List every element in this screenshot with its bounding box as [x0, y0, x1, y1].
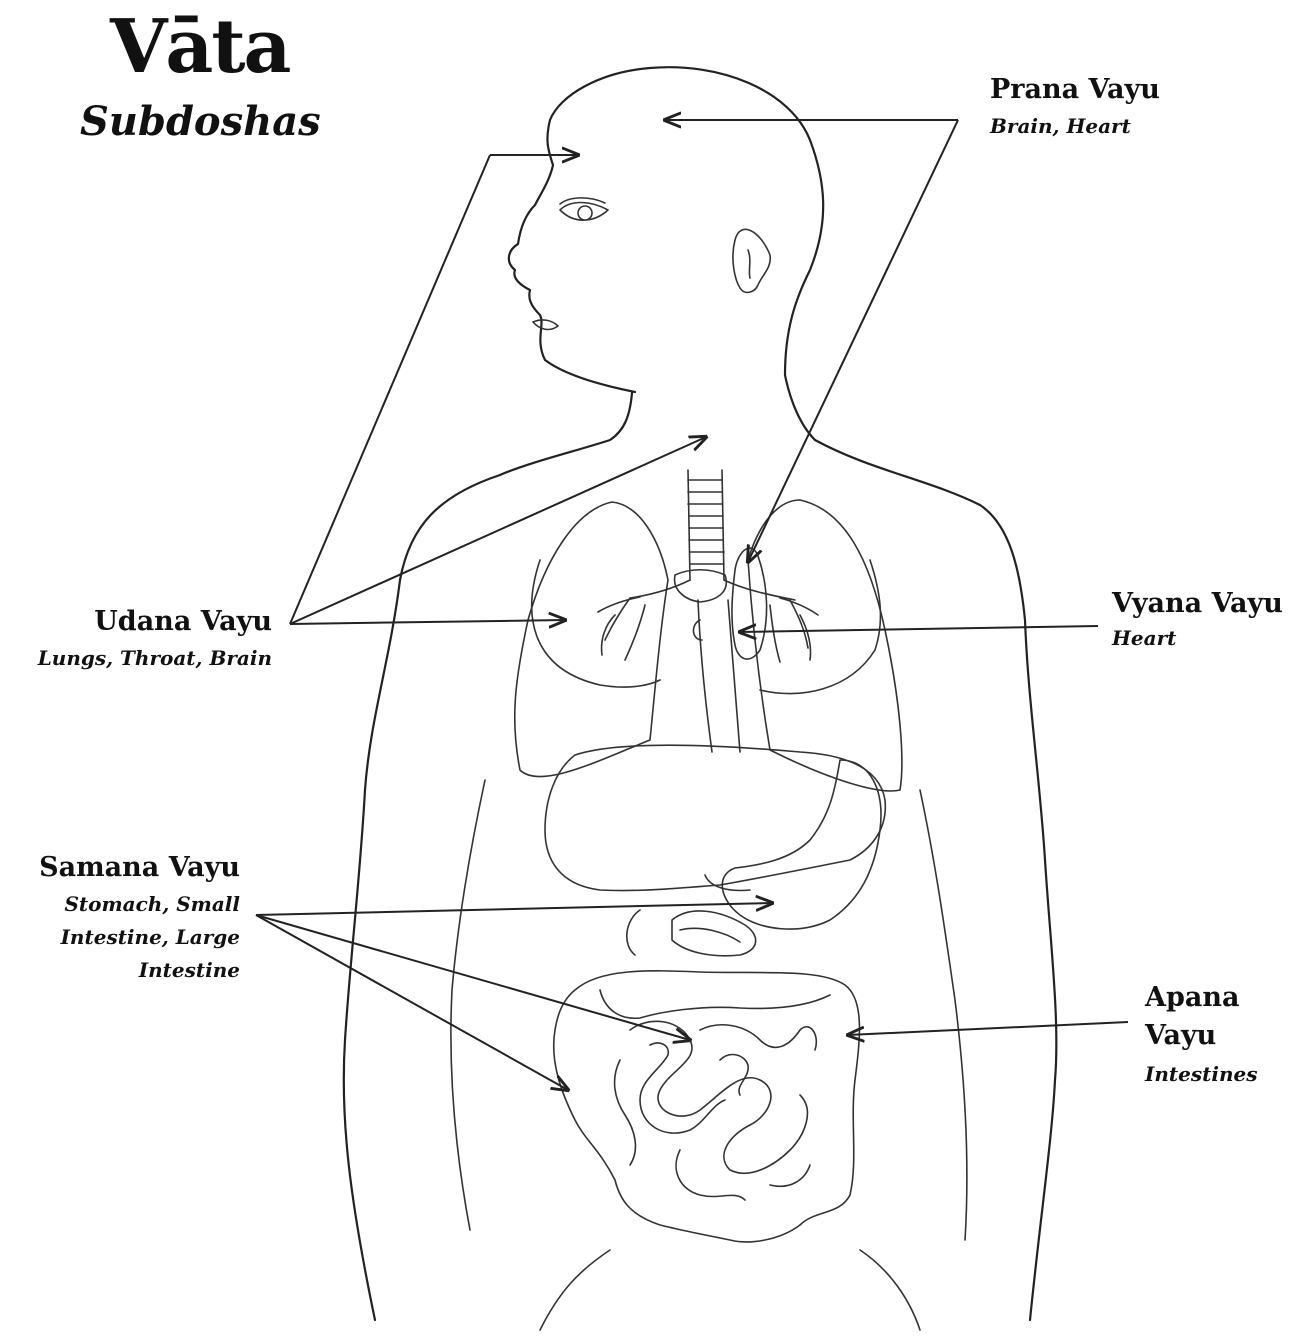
diagram-subtitle: Subdoshas	[80, 100, 321, 144]
lung-right	[748, 500, 902, 791]
mouth	[533, 320, 558, 330]
arm-right-inner	[920, 790, 967, 1240]
apana-vayu-name-line-2: Vayu	[1145, 1020, 1216, 1052]
apana-vayu-locations: Intestines	[1145, 1058, 1257, 1090]
small-intestine	[615, 1021, 817, 1200]
trachea	[688, 470, 724, 580]
eye	[560, 203, 608, 221]
samana-vayu-name: Samana Vayu	[0, 852, 240, 884]
neck-left	[500, 393, 632, 475]
udana-vayu-locations: Lungs, Throat, Brain	[0, 642, 272, 674]
arm-left-inner	[451, 780, 485, 1230]
vyana-vayu-locations: Heart	[1112, 622, 1176, 654]
ear	[733, 229, 770, 292]
prana-vayu-locations: Brain, Heart	[990, 110, 1131, 142]
bronchi	[598, 570, 818, 662]
vyana-vayu-name: Vyana Vayu	[1112, 588, 1283, 620]
large-intestine	[554, 971, 860, 1242]
apana-vayu-name-line-1: Apana	[1145, 982, 1239, 1014]
prana-vayu-name: Prana Vayu	[990, 74, 1160, 106]
udana-vayu-name: Udana Vayu	[40, 606, 272, 638]
head-outline	[509, 67, 823, 440]
diagram-title: Vāta	[110, 10, 290, 84]
samana-vayu-locations-line-2: Intestine, Large	[0, 921, 240, 953]
pointers	[256, 120, 1128, 1090]
samana-vayu-locations-line-1: Stomach, Small	[0, 888, 240, 920]
liver	[545, 745, 885, 890]
samana-vayu-locations-line-3: Intestine	[0, 954, 240, 986]
torso-left	[344, 475, 500, 1320]
heart	[732, 548, 767, 659]
